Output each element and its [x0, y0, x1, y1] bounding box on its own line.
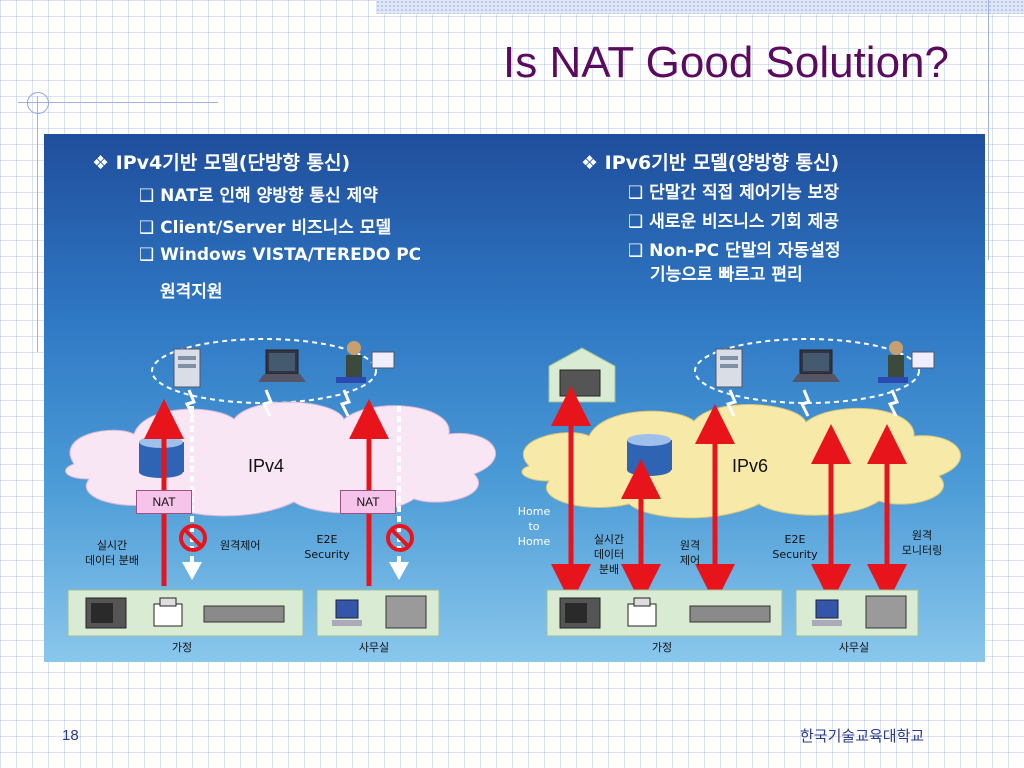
title-decor-line: [18, 102, 218, 103]
ipv6-home-vcr-icon: [689, 605, 771, 623]
ipv6-server-icon: [715, 348, 743, 388]
ipv4-server-icon: [173, 348, 201, 388]
ipv4-home-vcr-icon: [203, 605, 285, 623]
ipv4-block-sign-right: [386, 524, 414, 552]
ipv4-heading: ❖ IPv4기반 모델(단방향 통신): [92, 152, 351, 174]
ipv4-office-pc-icon: [332, 599, 362, 626]
ipv6-database-icon: [627, 434, 672, 476]
top-decor-band: [376, 0, 1024, 14]
nat-box-left: NAT: [136, 490, 192, 514]
ipv4-block-sign-left: [179, 524, 207, 552]
ipv4-wireless-icon-3: [339, 389, 352, 417]
ipv6-laptop-icon: [792, 349, 840, 382]
ipv6-wireless-icon-2: [799, 389, 812, 417]
ipv4-home-label: 가정: [171, 641, 193, 654]
ipv6-office-machine-icon: [865, 595, 907, 629]
ipv6-user-icon: [878, 341, 935, 383]
left-decor-line: [37, 96, 38, 352]
ipv6-cloud-label: IPv6: [732, 456, 769, 476]
nat-box-right: NAT: [340, 490, 396, 514]
ipv4-bullet-3: ❑ Windows VISTA/TEREDO PC: [139, 245, 422, 265]
ipv6-office-pc-icon: [812, 599, 842, 626]
ipv4-home-printer-icon: [153, 597, 183, 627]
ipv6-bullet-2: ❑ 새로운 비즈니스 기회 제공: [628, 212, 839, 232]
ipv6-heading: ❖ IPv6기반 모델(양방향 통신): [581, 152, 840, 174]
ipv4-home-tv-icon: [85, 597, 127, 629]
slide-number: 18: [62, 727, 79, 744]
ipv6-office-label: 사무실: [838, 641, 870, 654]
slide-title: Is NAT Good Solution?: [503, 38, 949, 87]
footer-text: 한국기술교육대학교: [800, 727, 925, 745]
ipv4-cloud-label: IPv4: [248, 456, 285, 476]
ipv4-bullet-2: ❑ Client/Server 비즈니스 모델: [139, 218, 392, 238]
ipv4-wireless-icon-2: [261, 389, 274, 417]
ipv6-home-printer-icon: [627, 597, 657, 627]
ipv4-laptop-icon: [258, 349, 306, 382]
right-decor-line: [988, 0, 989, 260]
diagram-panel: ❖ IPv4기반 모델(단방향 통신) ❑ NAT로 인해 양방향 통신 제약 …: [44, 134, 985, 662]
ipv6-bullet-3: ❑ Non-PC 단말의 자동설정: [628, 241, 841, 261]
ipv4-remote-control-label: 원격제어: [220, 539, 261, 552]
ipv6-bullet-3-cont: 기능으로 빠르고 편리: [650, 265, 803, 285]
decor-circle: [27, 92, 49, 114]
ipv4-user-icon: [336, 341, 395, 383]
ipv4-bullet-3-cont: 원격지원: [160, 282, 223, 302]
ipv4-office-label: 사무실: [358, 641, 390, 654]
ipv6-home-device-icon: [548, 347, 616, 403]
ipv6-home-tv-icon: [559, 597, 601, 629]
ipv6-wireless-icon-3: [887, 389, 900, 417]
network-diagram: [65, 338, 961, 637]
ipv6-home-label: 가정: [651, 641, 673, 654]
ipv4-bullet-1: ❑ NAT로 인해 양방향 통신 제약: [139, 186, 378, 206]
ipv4-office-machine-icon: [385, 595, 427, 629]
ipv6-bullet-1: ❑ 단말간 직접 제어기능 보장: [628, 183, 839, 203]
